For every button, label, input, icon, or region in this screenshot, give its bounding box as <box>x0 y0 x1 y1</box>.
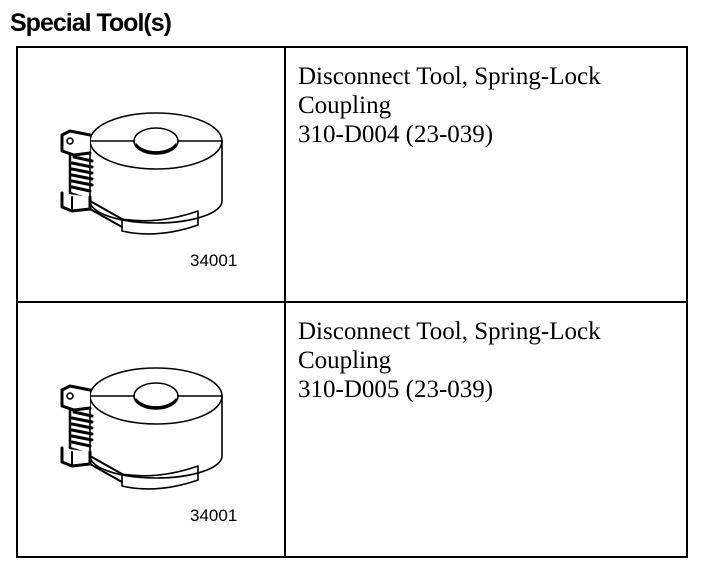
tool-description-cell: Disconnect Tool, Spring-Lock Coupling 31… <box>284 46 688 303</box>
tool-part-number: 310-D004 (23-039) <box>298 121 494 148</box>
spring-lock-disconnect-tool-icon <box>60 112 223 235</box>
tool-row: 34001 Disconnect Tool, Spring-Lock Coupl… <box>16 46 688 303</box>
special-tools-table: 34001 Disconnect Tool, Spring-Lock Coupl… <box>16 46 688 558</box>
section-heading: Special Tool(s) <box>10 9 172 37</box>
tool-illustration-cell: 34001 <box>16 301 286 558</box>
illustration-number: 34001 <box>190 506 238 525</box>
tool-illustration-cell: 34001 <box>16 46 286 303</box>
tool-name-line2: Coupling <box>298 347 392 374</box>
illustration-number: 34001 <box>190 251 238 270</box>
tool-name-line2: Coupling <box>298 92 392 119</box>
tool-part-number: 310-D005 (23-039) <box>298 376 494 403</box>
tool-row: 34001 Disconnect Tool, Spring-Lock Coupl… <box>16 301 688 558</box>
tool-description-cell: Disconnect Tool, Spring-Lock Coupling 31… <box>284 301 688 558</box>
spring-lock-disconnect-tool-icon <box>60 367 223 490</box>
tool-name-line1: Disconnect Tool, Spring-Lock <box>298 318 601 345</box>
tool-name-line1: Disconnect Tool, Spring-Lock <box>298 63 601 90</box>
